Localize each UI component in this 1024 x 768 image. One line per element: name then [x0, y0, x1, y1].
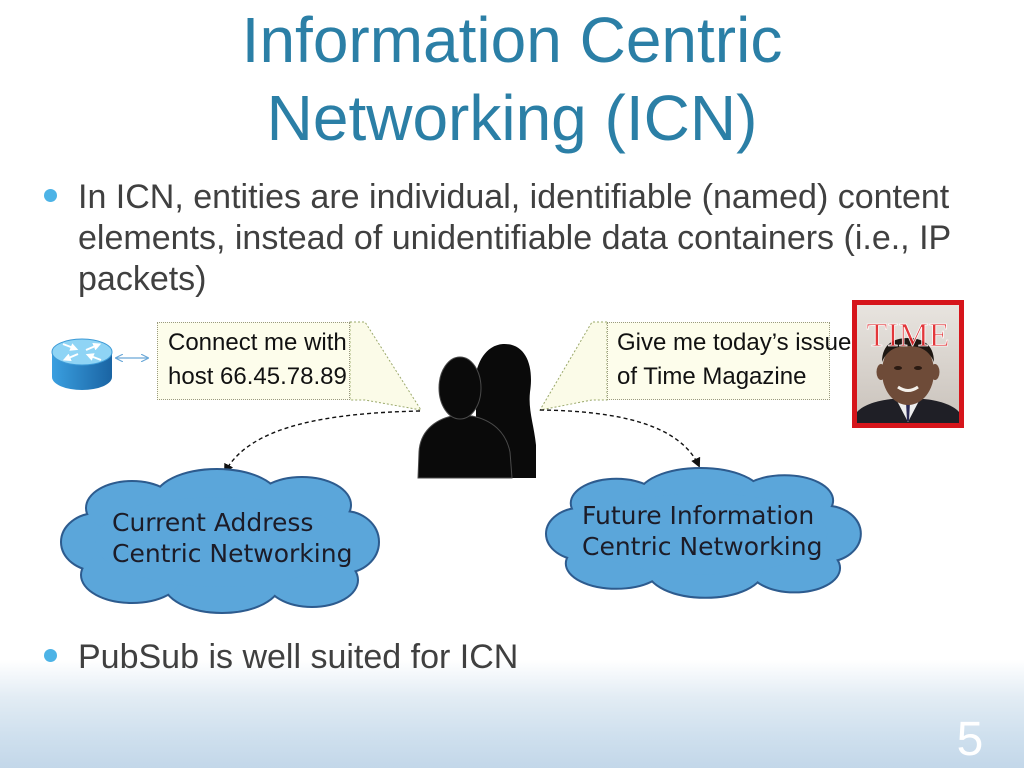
dashed-arrow-to-current — [224, 410, 421, 474]
callout-right-box — [607, 322, 830, 400]
bullet-text: PubSub is well suited for ICN — [78, 638, 519, 676]
callout-line: Connect me with — [168, 329, 347, 356]
bullet-dot — [44, 649, 57, 662]
cloud-label-line: Centric Networking — [112, 539, 353, 568]
cover-portrait — [857, 338, 959, 423]
footer-band — [0, 660, 1024, 768]
cloud-label-line: Future Information — [582, 501, 815, 530]
bullet-dot — [44, 189, 57, 202]
magazine-cover-image: TIME — [852, 300, 964, 428]
callout-line: Give me today’s issue — [617, 329, 852, 356]
callout-left-box — [157, 322, 350, 400]
bullet-text: In ICN, entities are individual, identif… — [78, 178, 951, 298]
cloud-future-label: Future Information Centric Networking — [582, 500, 822, 562]
couple-silhouette-icon — [417, 343, 536, 479]
dashed-arrow-to-future — [539, 409, 701, 468]
callout-left-text: Connect me with host 66.45.78.89 — [168, 326, 347, 394]
cloud-label-line: Current Address — [112, 508, 314, 537]
callout-line: host 66.45.78.89 — [168, 363, 347, 390]
router-icon — [51, 338, 113, 390]
callout-line: of Time Magazine — [617, 363, 807, 390]
callout-right-text: Give me today’s issue of Time Magazine — [617, 326, 851, 394]
slide-title: Information Centric Networking (ICN) — [241, 4, 783, 154]
cloud-label-line: Centric Networking — [582, 532, 823, 561]
cloud-current-label: Current Address Centric Networking — [112, 507, 352, 569]
callout-right-tail — [539, 321, 608, 411]
callout-left-tail — [349, 321, 423, 411]
cover-logo: TIME — [866, 317, 949, 354]
page-number: 5 — [956, 713, 984, 766]
